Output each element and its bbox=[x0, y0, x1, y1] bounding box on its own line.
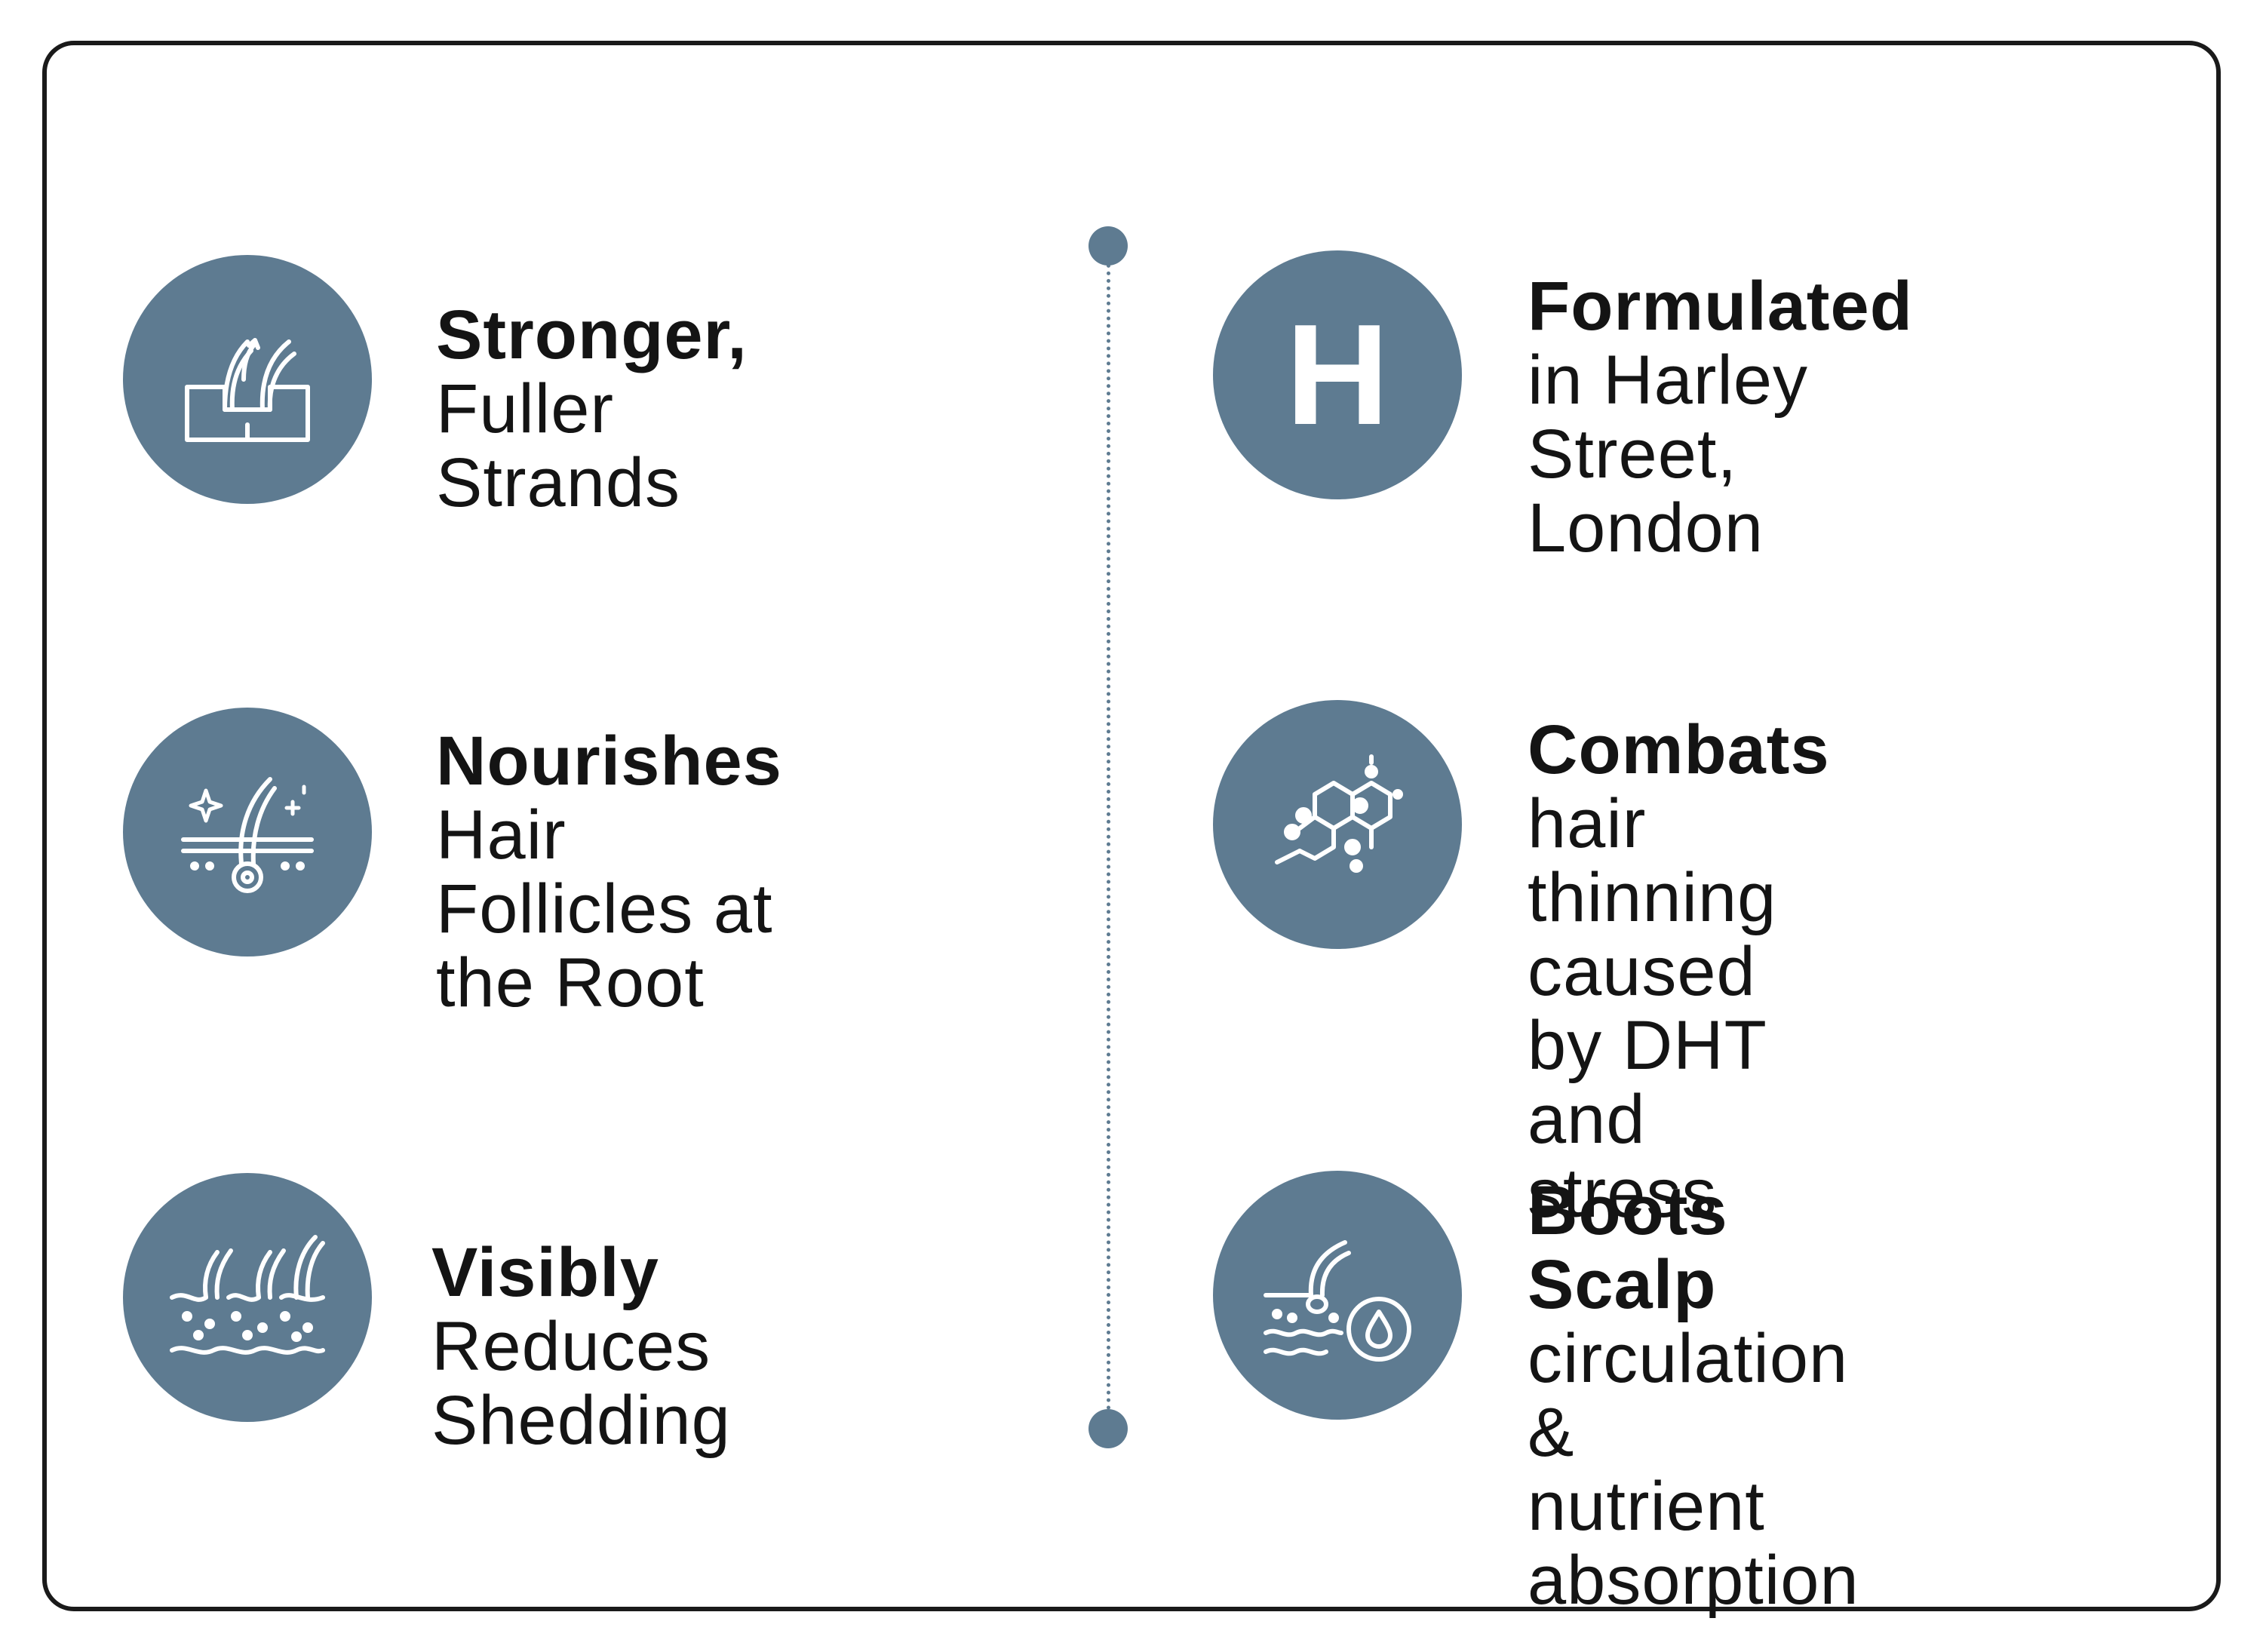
feature-description: in Harley Street, London bbox=[1528, 342, 1809, 567]
feature-title: Formulated bbox=[1528, 268, 1913, 345]
hair-scalp-icon bbox=[123, 1173, 372, 1422]
scalp-droplet-icon bbox=[1213, 1171, 1462, 1420]
feature-title: Nourishes bbox=[436, 723, 782, 800]
center-divider bbox=[1107, 249, 1110, 1426]
feature-title: Boots Scalp bbox=[1528, 1172, 1728, 1323]
h-letter: H bbox=[1285, 295, 1389, 455]
feature-title: Visibly bbox=[431, 1234, 659, 1311]
hair-growth-icon bbox=[123, 255, 372, 504]
feature-title: Stronger, bbox=[436, 296, 748, 373]
divider-dot-bottom bbox=[1089, 1409, 1128, 1448]
feature-description: Reduces Shedding bbox=[431, 1308, 731, 1459]
features-card bbox=[42, 41, 2221, 1611]
feature-title: Combats bbox=[1528, 711, 1830, 788]
hair-follicle-icon bbox=[123, 708, 372, 957]
harley-street-h-icon: H bbox=[1213, 250, 1462, 499]
divider-dot-top bbox=[1089, 226, 1128, 266]
feature-description: Fuller Strands bbox=[436, 370, 681, 521]
feature-description: circulation & nutrient absorption bbox=[1528, 1320, 1859, 1619]
molecule-icon bbox=[1213, 700, 1462, 949]
feature-description: hair thinning caused by DHT and stress bbox=[1528, 785, 1777, 1232]
feature-description: Hair Follicles at the Root bbox=[436, 797, 773, 1021]
